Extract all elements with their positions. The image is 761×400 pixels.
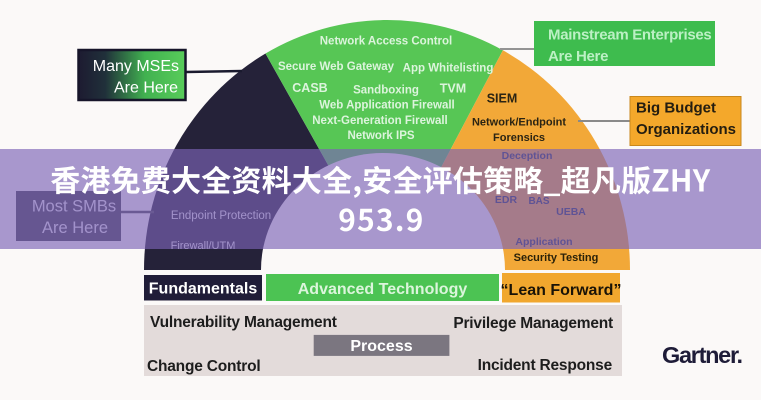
svg-text:Forensics: Forensics bbox=[493, 132, 545, 144]
svg-text:Network IPS: Network IPS bbox=[347, 130, 414, 142]
svg-text:Vulnerability Management: Vulnerability Management bbox=[150, 314, 337, 331]
svg-text:Mainstream Enterprises: Mainstream Enterprises bbox=[548, 27, 711, 44]
svg-text:Gartner.: Gartner. bbox=[662, 342, 742, 368]
svg-text:Network Access Control: Network Access Control bbox=[320, 36, 453, 48]
svg-text:CASB: CASB bbox=[292, 81, 327, 95]
svg-text:Incident Response: Incident Response bbox=[478, 357, 613, 374]
svg-text:Many MSEs: Many MSEs bbox=[93, 58, 179, 75]
svg-text:Advanced Technology: Advanced Technology bbox=[298, 281, 468, 298]
svg-text:Next-Generation Firewall: Next-Generation Firewall bbox=[312, 115, 447, 127]
svg-text:Security Testing: Security Testing bbox=[514, 252, 599, 264]
svg-text:Secure Web Gateway: Secure Web Gateway bbox=[278, 61, 395, 73]
svg-text:Privilege Management: Privilege Management bbox=[453, 315, 613, 332]
svg-text:Process: Process bbox=[350, 338, 412, 355]
svg-text:Fundamentals: Fundamentals bbox=[149, 281, 258, 298]
svg-text:SIEM: SIEM bbox=[487, 92, 518, 106]
svg-text:Web Application Firewall: Web Application Firewall bbox=[319, 100, 454, 112]
svg-text:Network/Endpoint: Network/Endpoint bbox=[472, 117, 566, 129]
svg-text:“Lean Forward”: “Lean Forward” bbox=[501, 282, 622, 299]
svg-text:Sandboxing: Sandboxing bbox=[353, 85, 419, 97]
svg-text:Change Control: Change Control bbox=[147, 358, 260, 375]
svg-text:Organizations: Organizations bbox=[636, 121, 736, 138]
svg-text:App Whitelisting: App Whitelisting bbox=[403, 63, 494, 75]
svg-text:Are Here: Are Here bbox=[548, 48, 608, 65]
svg-text:TVM: TVM bbox=[440, 82, 466, 96]
svg-text:Are Here: Are Here bbox=[114, 80, 178, 97]
svg-text:Big Budget: Big Budget bbox=[636, 100, 716, 117]
